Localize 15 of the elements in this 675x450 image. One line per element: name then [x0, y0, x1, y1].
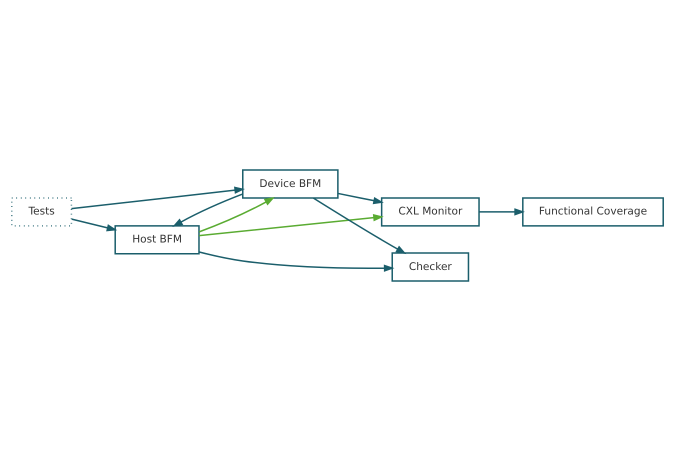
node-box: CXL Monitor — [380, 196, 480, 226]
arrow — [312, 196, 406, 254]
node-box: Device BFM — [242, 168, 339, 198]
arrow — [479, 208, 525, 216]
arrow — [71, 186, 245, 209]
arrow — [198, 196, 275, 232]
node-box: Tests — [11, 196, 72, 226]
arrow — [172, 192, 243, 226]
arrow — [199, 214, 384, 236]
arrow — [199, 250, 394, 272]
node-box: Functional Coverage — [522, 196, 664, 226]
arrow — [72, 218, 118, 231]
node-box: Host BFM — [114, 224, 200, 254]
node-box: Checker — [391, 252, 470, 282]
arrow — [338, 192, 384, 204]
